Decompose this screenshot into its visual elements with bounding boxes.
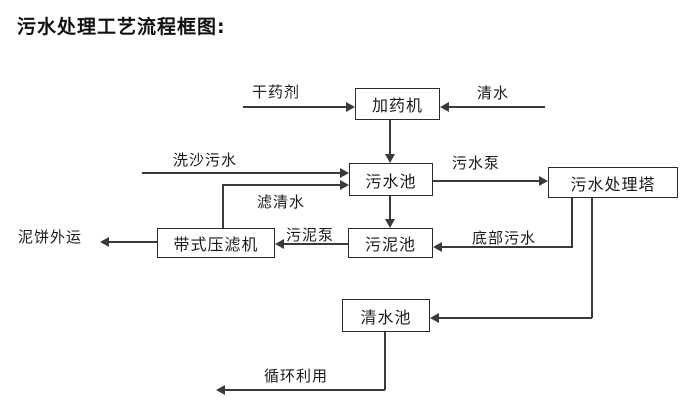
edge-tower-to-clean-line <box>438 317 592 319</box>
label-sewage-pump: 污水泵 <box>452 154 501 172</box>
node-belt-filter-press: 带式压滤机 <box>157 228 275 258</box>
edge-tower-to-clean-arrowhead-icon <box>430 313 439 323</box>
edge-bottom-sewage-arrowhead-icon <box>433 242 442 252</box>
node-sewage-pool-label: 污水池 <box>365 171 417 191</box>
node-sludge-pool-label: 污泥池 <box>364 235 416 254</box>
node-sewage-pool: 污水池 <box>349 163 433 196</box>
edge-sand-washing-line <box>142 172 342 174</box>
label-recycling: 循环利用 <box>264 367 329 385</box>
label-sand-washing-sewage: 洗沙污水 <box>173 151 238 169</box>
edge-filtered-water-vline <box>222 184 224 228</box>
edge-dosing-to-sewage-arrowhead-icon <box>385 154 395 163</box>
edge-sand-washing-arrowhead-icon <box>340 168 349 178</box>
node-sludge-pool: 污泥池 <box>348 228 433 258</box>
label-bottom-sewage: 底部污水 <box>472 229 537 247</box>
edge-clean-water-line <box>449 106 545 108</box>
node-dosing-machine: 加药机 <box>355 88 440 120</box>
edge-sludge-pump-line <box>283 243 348 245</box>
edge-bottom-sewage-vline <box>571 198 573 248</box>
edge-tower-to-clean-vline <box>591 198 593 318</box>
edge-dry-chemical-line <box>243 106 347 108</box>
edge-filtered-water-line <box>222 184 341 186</box>
node-treatment-tower: 污水处理塔 <box>548 167 678 198</box>
edge-sewage-pump-arrowhead-icon <box>539 176 548 186</box>
edge-mud-cake-line <box>109 241 157 243</box>
edge-filtered-water-arrowhead-icon <box>340 180 349 190</box>
edge-recycling-arrowhead-icon <box>216 385 225 395</box>
node-belt-filter-press-label: 带式压滤机 <box>173 235 259 254</box>
edge-dry-chemical-arrowhead-icon <box>346 102 355 112</box>
node-clean-water-pool-label: 清水池 <box>360 307 412 327</box>
edge-sewage-to-sludge-arrowhead-icon <box>385 219 395 228</box>
label-clean-water: 清水 <box>477 84 510 102</box>
edge-clean-water-arrowhead-icon <box>440 102 449 112</box>
edge-sludge-pump-arrowhead-icon <box>275 239 284 249</box>
node-clean-water-pool: 清水池 <box>342 299 430 332</box>
edge-sewage-pump-line <box>433 180 541 182</box>
label-filtered-water: 滤清水 <box>257 193 306 211</box>
node-dosing-machine-label: 加药机 <box>371 96 423 115</box>
label-dry-chemical: 干药剂 <box>252 83 301 101</box>
edge-recycling-vline <box>384 332 386 390</box>
edge-recycling-line <box>225 389 385 391</box>
edge-dosing-to-sewage-line <box>389 120 391 156</box>
edge-sewage-to-sludge-line <box>389 196 391 221</box>
label-mud-cake-out: 泥饼外运 <box>18 228 83 246</box>
node-treatment-tower-label: 污水处理塔 <box>570 174 656 194</box>
edge-mud-cake-arrowhead-icon <box>100 237 109 247</box>
edge-bottom-sewage-line <box>441 246 572 248</box>
diagram-title: 污水处理工艺流程框图: <box>17 16 226 38</box>
label-sludge-pump: 污泥泵 <box>286 226 335 244</box>
